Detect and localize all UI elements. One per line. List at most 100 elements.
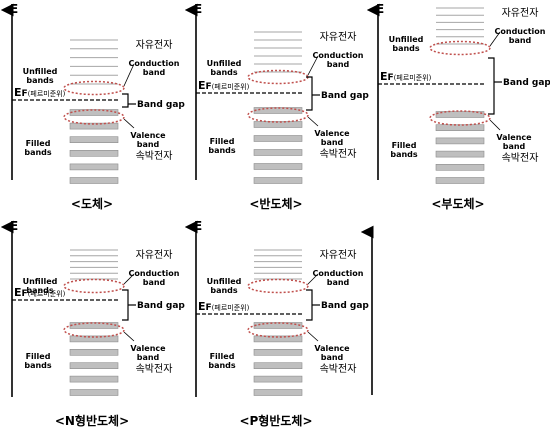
valence-pointer-line <box>123 118 135 129</box>
band-gap-bracket <box>122 93 129 108</box>
bound-electron-label: 속박전자 <box>136 150 173 162</box>
conduction-band-ellipse <box>63 278 125 294</box>
valence-band-bar <box>69 163 119 171</box>
band-gap-label: Band gap <box>137 100 185 110</box>
conduction-band-ellipse <box>63 80 125 96</box>
valence-band-bar <box>253 107 303 114</box>
valence-band-bar <box>435 164 485 171</box>
valence-band-bar <box>69 322 119 329</box>
valence-band-bar <box>435 150 485 158</box>
energy-axis-label: E <box>194 219 202 233</box>
conduction-band-ellipse <box>429 40 491 56</box>
fermi-level-label: EF(페르미준위) <box>198 79 250 92</box>
conduction-pointer-line <box>307 55 319 76</box>
bound-electron-label: 속박전자 <box>320 363 357 375</box>
fermi-level-label: EF(페르미준위) <box>198 300 250 313</box>
band-gap-bracket <box>488 57 495 115</box>
valence-band-bar <box>253 335 303 343</box>
panel-caption: <도체> <box>71 196 113 211</box>
valence-band-bar <box>69 150 119 157</box>
valence-band-bar <box>253 163 303 170</box>
valence-band-bar <box>253 149 303 156</box>
energy-axis-label: E <box>376 2 384 16</box>
valence-band-bar <box>69 109 119 116</box>
valence-band-bar <box>253 349 303 356</box>
free-electron-label: 자유전자 <box>136 249 173 261</box>
band-gap-bracket <box>122 289 129 321</box>
valence-band-ellipse <box>63 109 125 125</box>
valence-band-bar <box>435 137 485 145</box>
valence-band-bar <box>69 389 119 396</box>
free-electron-label: 자유전자 <box>502 7 539 19</box>
energy-axis-label: E <box>194 2 202 16</box>
valence-pointer-line <box>307 331 319 342</box>
valence-band-ellipse <box>63 322 125 338</box>
valence-pointer-line <box>307 116 319 127</box>
valence-band-bar <box>253 121 303 128</box>
fermi-level-label: EF(페르미준위) <box>14 286 66 299</box>
conduction-pointer-line <box>123 63 135 87</box>
valence-band-bar <box>69 136 119 143</box>
panel-caption: <부도체> <box>431 196 484 211</box>
energy-axis-label: E <box>10 219 18 233</box>
panel-caption: <반도체> <box>249 196 302 211</box>
valence-band-bar <box>69 335 119 343</box>
fermi-level-label: EF(페르미준위) <box>380 70 432 83</box>
bound-electron-label: 속박전자 <box>502 152 539 164</box>
band-gap-bracket <box>306 76 313 111</box>
band-gap-label: Band gap <box>321 91 369 101</box>
panel-caption: <N형반도체> <box>55 413 129 428</box>
valence-band-bar <box>253 362 303 369</box>
valence-band-bar <box>435 177 485 184</box>
conduction-pointer-line <box>489 31 501 47</box>
valence-band-bar <box>69 122 119 130</box>
free-electron-label: 자유전자 <box>136 39 173 51</box>
valence-band-bar <box>253 177 303 184</box>
valence-band-ellipse <box>247 107 309 123</box>
conduction-band-ellipse <box>247 278 309 294</box>
band-gap-label: Band gap <box>137 301 185 311</box>
valence-band-bar <box>253 375 303 383</box>
valence-band-bar <box>435 124 485 131</box>
valence-band-bar <box>69 362 119 369</box>
band-gap-label: Band gap <box>503 78 550 88</box>
valence-band-bar <box>253 389 303 396</box>
band-gap-label: Band gap <box>321 301 369 311</box>
conduction-pointer-line <box>307 273 319 285</box>
bound-electron-label: 속박전자 <box>136 363 173 375</box>
free-electron-label: 자유전자 <box>320 249 357 261</box>
valence-band-bar <box>253 322 303 329</box>
valence-band-bar <box>69 375 119 383</box>
valence-pointer-line <box>489 119 501 131</box>
valence-band-bar <box>69 349 119 356</box>
free-electron-label: 자유전자 <box>320 31 357 43</box>
panel-caption: <P형반도체> <box>239 413 312 428</box>
valence-band-bar <box>69 177 119 184</box>
valence-band-bar <box>253 135 303 142</box>
valence-band-ellipse <box>429 110 491 126</box>
